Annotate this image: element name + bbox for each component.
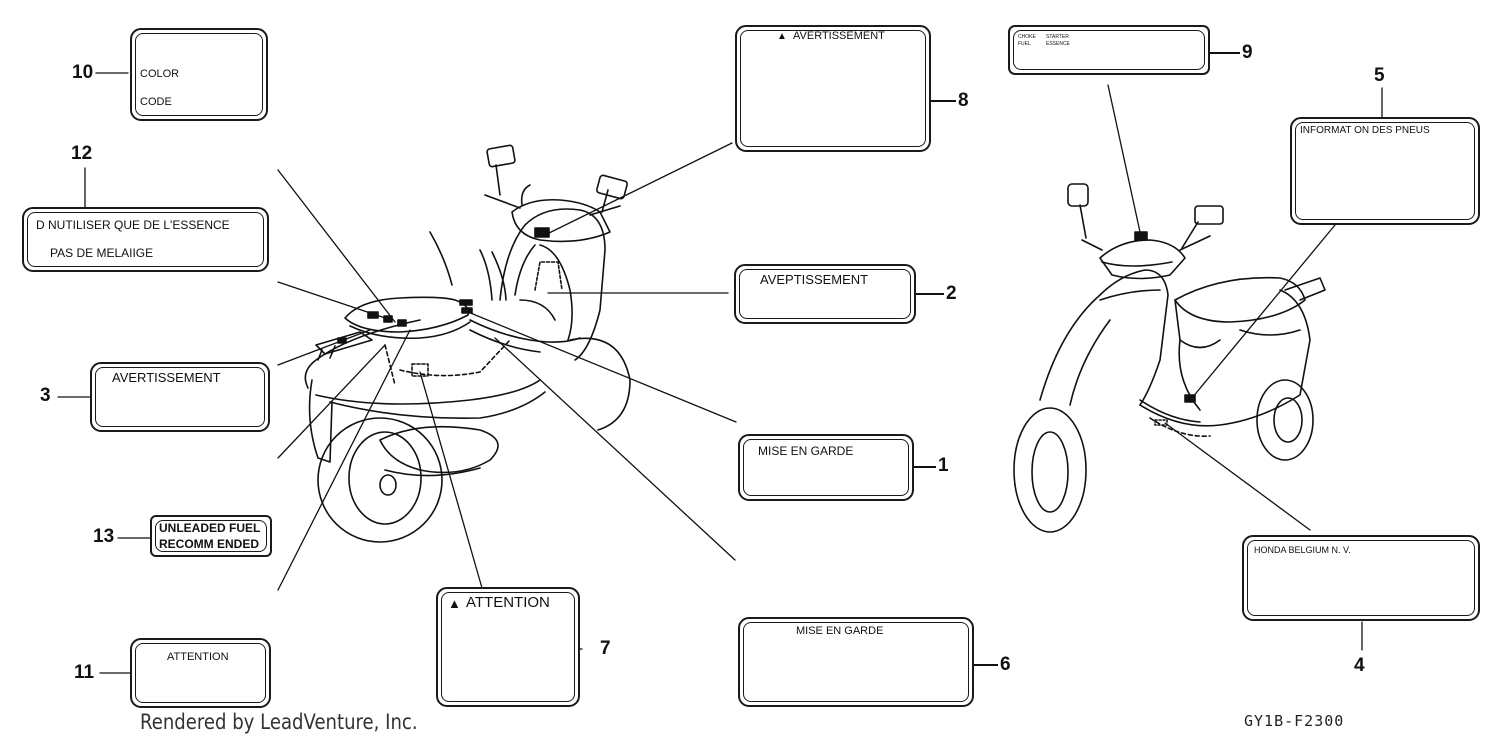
diagram-code: GY1B-F2300 xyxy=(1244,712,1345,730)
callout-number-6: 6 xyxy=(1000,654,1011,675)
callout-number-3: 3 xyxy=(40,385,51,406)
label-fuel-instruction: D NUTILISER QUE DE L'ESSENCE PAS DE MELA… xyxy=(22,207,269,272)
footer-credit: Rendered by LeadVenture, Inc. xyxy=(140,710,418,734)
label-text-avertissement-3: AVERTISSEMENT xyxy=(112,370,221,385)
callout-number-2: 2 xyxy=(946,283,957,304)
callout-number-12: 12 xyxy=(71,143,93,164)
label-text-fuel: FUEL xyxy=(1018,41,1031,47)
label-honda-belgium: HONDA BELGIUM N. V. xyxy=(1242,535,1480,621)
callout-number-5: 5 xyxy=(1374,65,1385,86)
label-text-aveptissement-2: AVEPTISSEMENT xyxy=(760,272,869,287)
leader-lines xyxy=(57,72,1383,674)
label-mise-en-garde-6: MISE EN GARDE xyxy=(738,617,974,707)
label-attention-7: ▲ ATTENTION xyxy=(436,587,580,707)
callout-number-11: 11 xyxy=(74,662,95,683)
label-text-attention-11: ATTENTION xyxy=(167,651,229,663)
warning-triangle-icon: ▲ xyxy=(448,596,461,611)
label-color-code: COLOR CODE xyxy=(130,28,268,121)
label-text-mise-en-garde-6: MISE EN GARDE xyxy=(796,625,884,637)
warning-triangle-icon: ▲ xyxy=(777,31,787,42)
label-text-choke: CHOKE xyxy=(1018,34,1036,40)
label-avertissement-8: ▲ AVERTISSEMENT xyxy=(735,25,931,152)
label-text-fuel-line2: PAS DE MELAIIGE xyxy=(50,246,154,260)
callout-number-13: 13 xyxy=(93,526,115,547)
label-choke-fuel: CHOKE FUEL STARTER ESSENCE xyxy=(1008,25,1210,75)
scooter-front-view xyxy=(1013,183,1326,533)
label-text-color: COLOR xyxy=(140,68,180,80)
label-text-fuel-line1: D NUTILISER QUE DE L'ESSENCE xyxy=(36,218,230,232)
callout-number-1: 1 xyxy=(938,455,949,476)
callout-number-10: 10 xyxy=(72,62,94,83)
label-text-unleaded: UNLEADED FUEL xyxy=(159,521,261,535)
label-text-essence: ESSENCE xyxy=(1046,41,1070,47)
callout-number-8: 8 xyxy=(958,90,969,111)
callout-number-9: 9 xyxy=(1242,42,1253,63)
label-mise-en-garde-1: MISE EN GARDE xyxy=(738,434,914,501)
label-text-attention-7: ATTENTION xyxy=(466,594,550,611)
callout-number-7: 7 xyxy=(600,638,611,659)
label-text-mise-en-garde-1: MISE EN GARDE xyxy=(758,444,854,458)
label-aveptissement-2: AVEPTISSEMENT xyxy=(734,264,916,324)
label-tire-information: INFORMAT ON DES PNEUS xyxy=(1290,117,1480,225)
label-text-avertissement-8: AVERTISSEMENT xyxy=(793,30,885,42)
label-text-tire-info: INFORMAT ON DES PNEUS xyxy=(1300,125,1430,136)
label-unleaded-fuel: UNLEADED FUEL RECOMM ENDED xyxy=(150,515,272,557)
label-avertissement-3: AVERTISSEMENT xyxy=(90,362,270,432)
label-text-starter: STARTER xyxy=(1046,34,1069,40)
label-text-code: CODE xyxy=(140,96,172,108)
label-text-recommended: RECOMM ENDED xyxy=(159,537,260,551)
label-text-honda-belgium: HONDA BELGIUM N. V. xyxy=(1254,545,1351,555)
callout-number-4: 4 xyxy=(1354,655,1365,676)
label-attention-11: ATTENTION xyxy=(130,638,271,708)
scooter-rear-view xyxy=(304,144,631,543)
